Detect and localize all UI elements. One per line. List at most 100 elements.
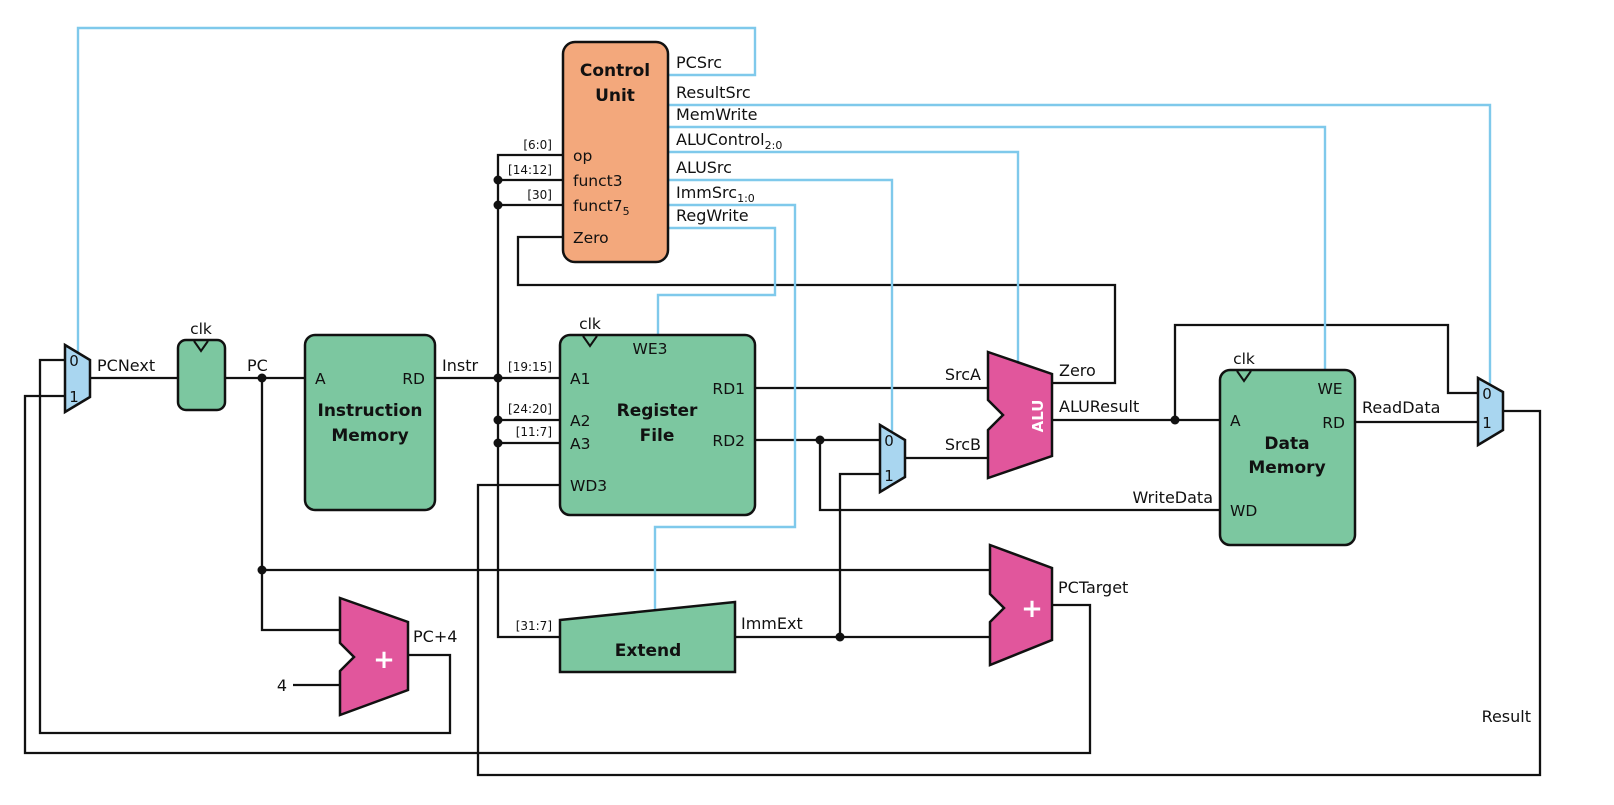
junction-dot — [815, 435, 825, 445]
wire-pctarget-return — [23, 394, 1092, 755]
label-four: 4 — [277, 676, 287, 695]
register-file-port-wd3: WD3 — [570, 477, 607, 495]
immsrc-name: ImmSrc — [676, 183, 737, 202]
label-immext: ImmExt — [741, 614, 803, 633]
instruction-memory-title2: Memory — [331, 426, 408, 446]
control-unit-title1: Control — [580, 61, 650, 81]
label-zero: Zero — [1059, 361, 1096, 380]
data-memory-block — [1218, 368, 1357, 547]
control-unit-port-funct7: funct75 — [573, 197, 630, 218]
register-file-port-a1: A1 — [570, 370, 590, 388]
junction-dot — [493, 373, 503, 383]
wire-alucontrol — [668, 150, 1020, 363]
wire-zero-feedback — [516, 235, 1117, 385]
result-mux — [1476, 375, 1505, 448]
funct7-subscript: 5 — [623, 205, 630, 218]
pc-register-block — [176, 338, 227, 412]
label-memwrite: MemWrite — [676, 105, 757, 124]
pctarget-adder-block — [988, 543, 1054, 667]
control-wires — [76, 26, 1492, 610]
label-aluresult: ALUResult — [1059, 397, 1139, 416]
result-mux-input1-label: 1 — [1482, 414, 1492, 432]
register-file-title2: File — [640, 426, 675, 446]
clk-triangle-pc-register — [193, 340, 209, 353]
junction-dot — [257, 565, 267, 575]
instruction-memory-title1: Instruction — [318, 401, 423, 421]
clk-triangle-register-file — [582, 335, 598, 348]
alu-block — [986, 350, 1054, 480]
bitslice-funct7: [30] — [527, 188, 552, 202]
wire-writedata — [818, 440, 1220, 512]
junction-dot — [1170, 415, 1180, 425]
clk-label-register-file: clk — [579, 315, 601, 333]
wire-resultsrc — [668, 103, 1492, 384]
alucontrol-name: ALUControl — [676, 130, 765, 149]
label-alucontrol: ALUControl2:0 — [676, 130, 782, 152]
instruction-memory-port-rd: RD — [402, 370, 425, 388]
pctarget-adder-plus: + — [1021, 594, 1043, 624]
label-pc: PC — [247, 356, 268, 375]
wire-immext-to-mux — [838, 472, 880, 637]
extend-block — [558, 600, 737, 674]
srcb-mux — [878, 422, 907, 495]
wire-pc-down-branch — [260, 378, 340, 632]
register-file-port-rd1: RD1 — [712, 380, 745, 398]
junction-dot — [493, 175, 503, 185]
instruction-memory-block — [303, 333, 437, 512]
clk-triangle-data-memory — [1236, 370, 1252, 383]
junction-dot — [493, 415, 503, 425]
wire-alusrc — [668, 178, 894, 431]
register-file-port-a3: A3 — [570, 435, 590, 453]
label-readdata: ReadData — [1362, 398, 1440, 417]
pc-mux — [63, 342, 92, 415]
junction-dots — [257, 175, 1180, 642]
srcb-mux-input0-label: 0 — [884, 432, 894, 450]
bitslice-a3: [11:7] — [516, 425, 552, 439]
label-resultsrc: ResultSrc — [676, 83, 751, 102]
bitslice-imm: [31:7] — [516, 619, 552, 633]
wire-result-return — [476, 409, 1542, 777]
junction-dot — [493, 200, 503, 210]
register-file-block — [558, 333, 757, 517]
label-regwrite: RegWrite — [676, 206, 749, 225]
pcplus4-adder-block — [338, 596, 410, 717]
label-pcsrc: PCSrc — [676, 53, 722, 72]
label-immsrc: ImmSrc1:0 — [676, 183, 755, 205]
junction-dot — [835, 632, 845, 642]
bitslice-funct3: [14:12] — [508, 163, 552, 177]
label-srcb: SrcB — [945, 435, 981, 454]
control-unit-block — [561, 40, 670, 264]
pcplus4-adder-plus: + — [373, 645, 395, 675]
wire-pcsrc — [76, 26, 757, 353]
clk-label-pc-register: clk — [190, 320, 212, 338]
srcb-mux-input1-label: 1 — [884, 467, 894, 485]
data-memory-title1: Data — [1264, 434, 1309, 454]
register-file-port-rd2: RD2 — [712, 432, 745, 450]
bitslice-a2: [24:20] — [508, 402, 552, 416]
control-unit-port-funct3: funct3 — [573, 172, 623, 190]
label-alusrc: ALUSrc — [676, 158, 732, 177]
bitslice-op: [6:0] — [523, 138, 552, 152]
label-pcplus4: PC+4 — [413, 627, 457, 646]
data-memory-port-a: A — [1230, 412, 1241, 430]
result-mux-input0-label: 0 — [1482, 385, 1492, 403]
data-memory-title2: Memory — [1248, 458, 1325, 478]
control-unit-title2: Unit — [595, 86, 635, 106]
data-memory-port-we: WE — [1317, 380, 1342, 398]
control-unit-port-zero: Zero — [573, 229, 609, 247]
junction-dot — [257, 373, 267, 383]
junction-dot — [493, 438, 503, 448]
alucontrol-subscript: 2:0 — [765, 139, 783, 152]
label-pcnext: PCNext — [97, 356, 155, 375]
wire-instr-imm — [496, 378, 560, 639]
wire-instr-op — [496, 153, 563, 378]
extend-title: Extend — [615, 641, 682, 661]
wire-pcplus4-return — [38, 358, 452, 735]
alu-title: ALU — [1029, 400, 1047, 433]
pc-mux-input0-label: 0 — [69, 352, 79, 370]
label-writedata: WriteData — [1133, 488, 1213, 507]
data-memory-port-wd: WD — [1230, 502, 1257, 520]
control-unit-port-op: op — [573, 147, 592, 165]
label-result: Result — [1482, 707, 1531, 726]
